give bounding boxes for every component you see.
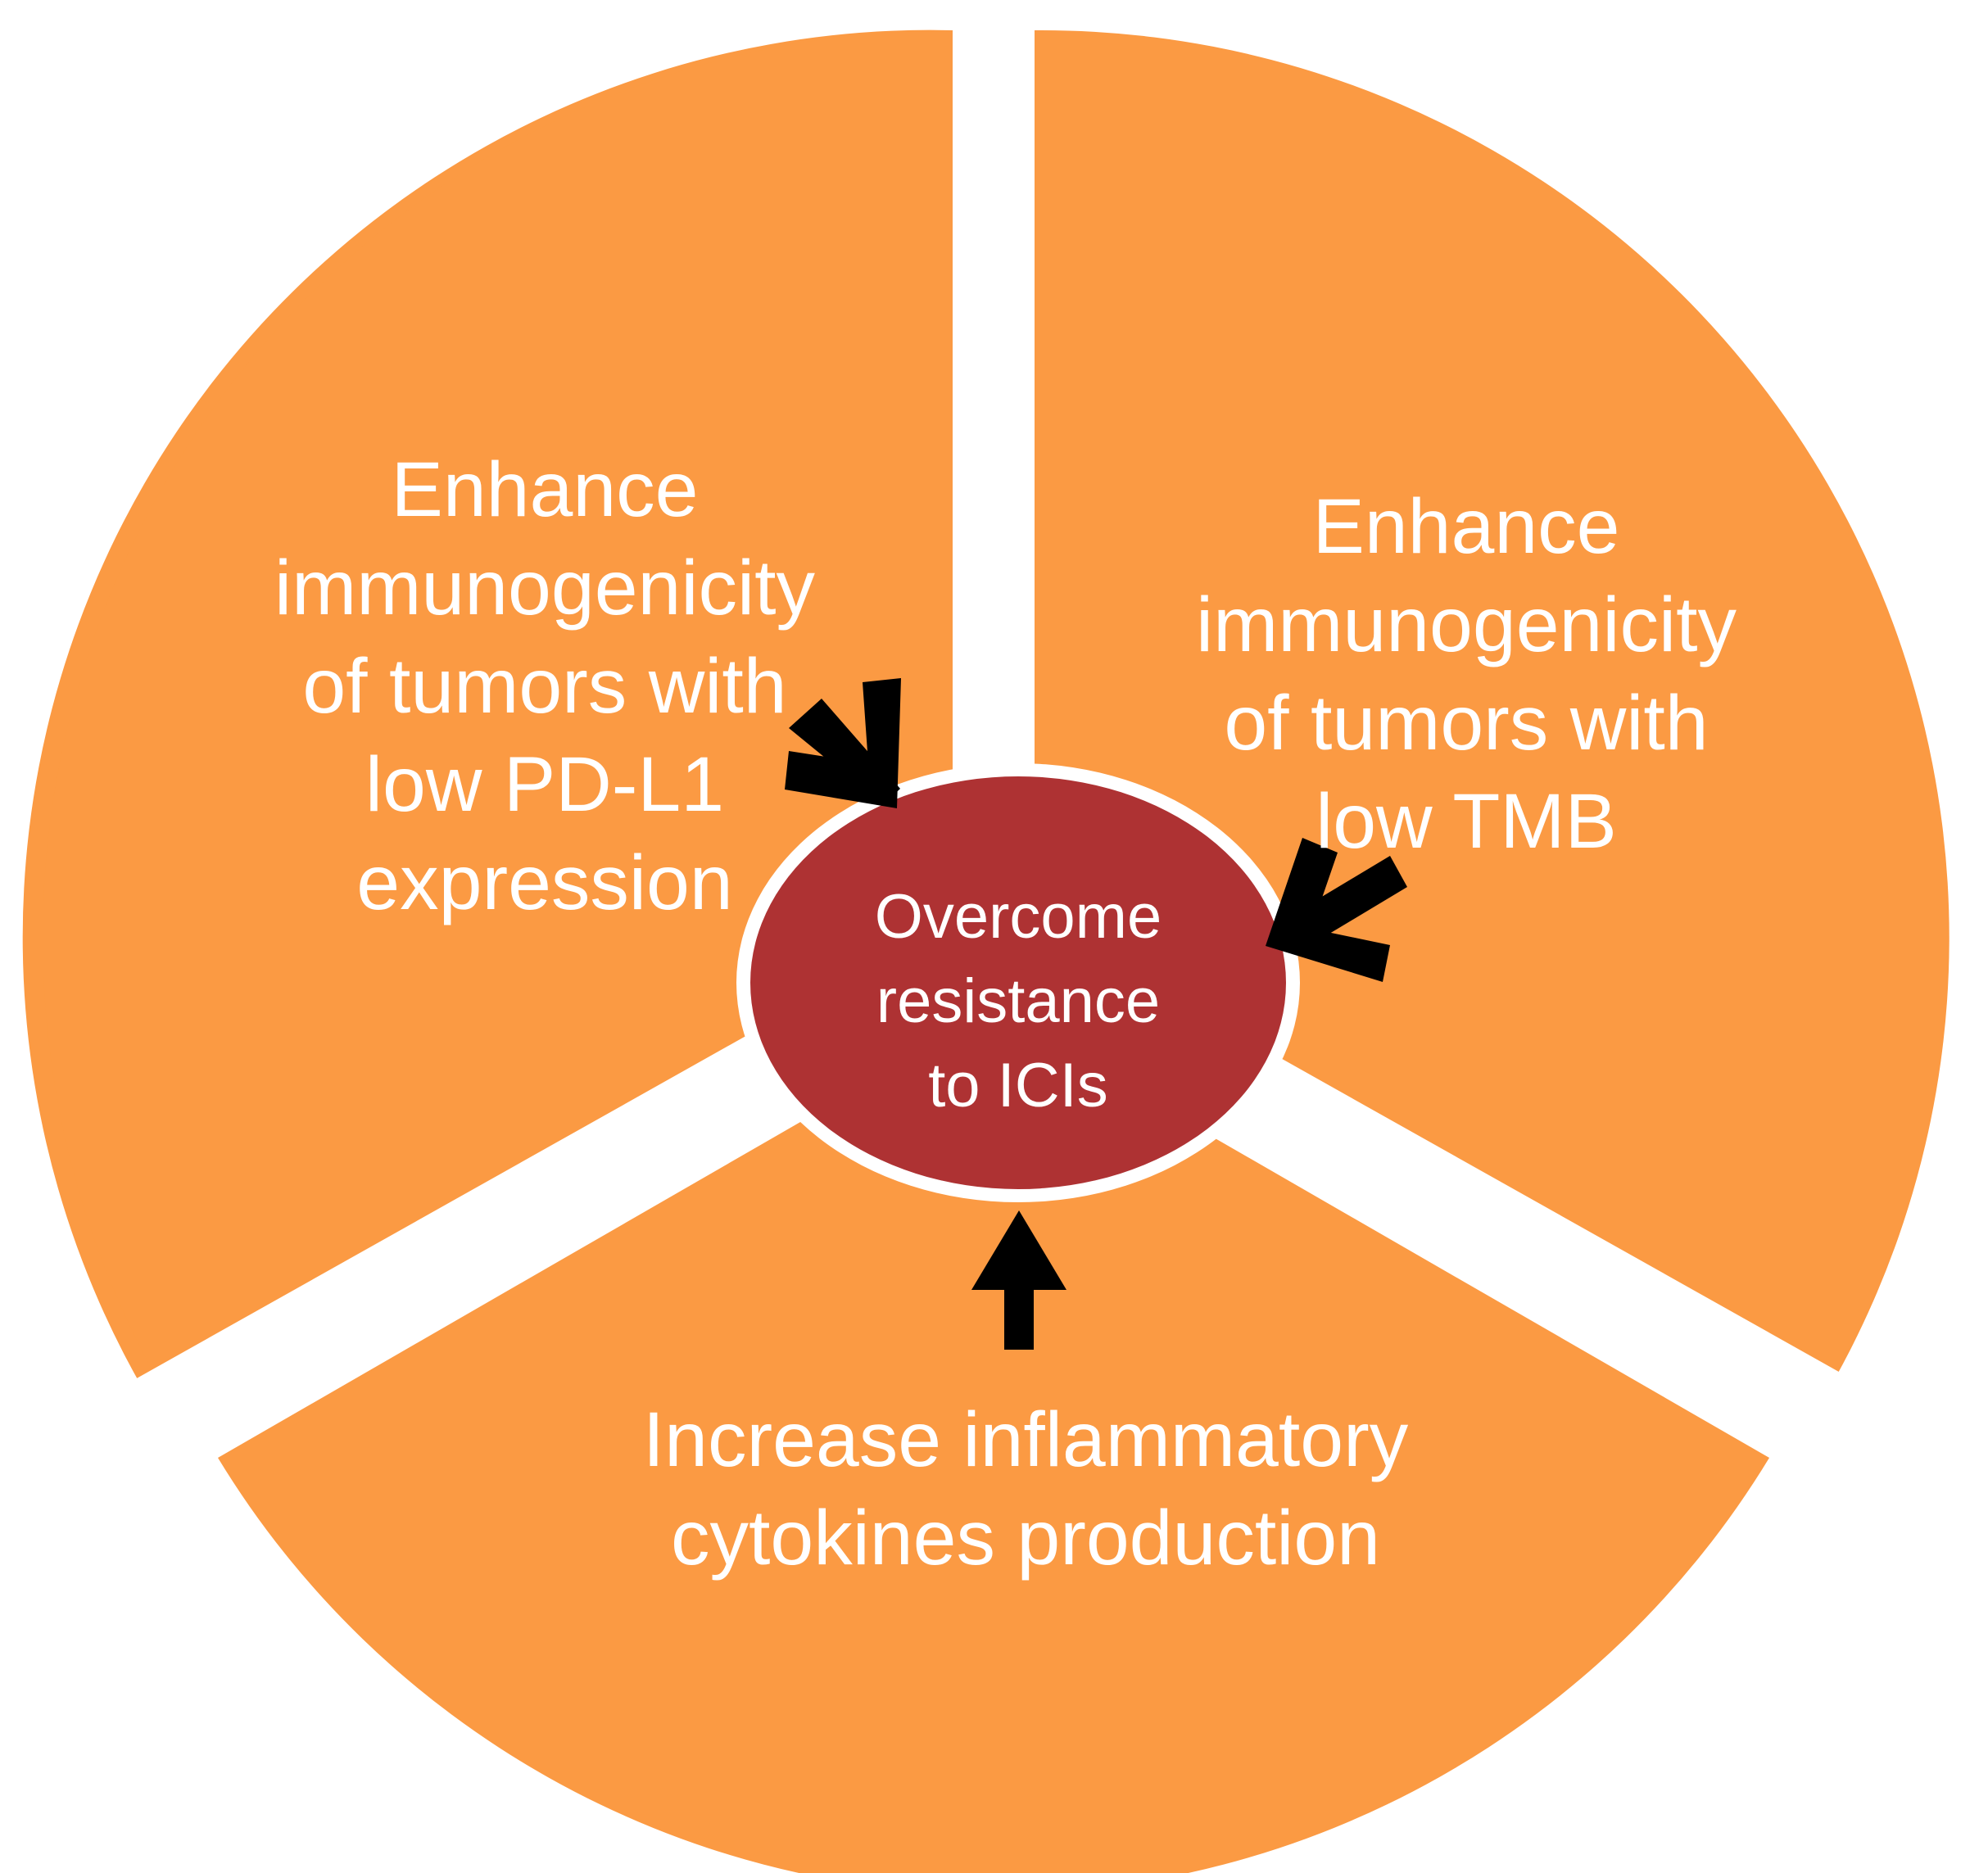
hub-circle[interactable]	[750, 776, 1286, 1189]
arrow-down-right-icon	[785, 678, 901, 808]
segment-bottom-label-line-1: Increase inflammatory	[643, 1396, 1409, 1483]
segment-right-label-line-1: Enhance	[1312, 483, 1619, 570]
segment-bottom-label: Increase inflammatory cytokines producti…	[643, 1396, 1409, 1581]
hub-label-line-3: to ICIs	[928, 1051, 1108, 1120]
segment-bottom-label-line-2: cytokines production	[671, 1495, 1380, 1581]
arrow-up-icon	[971, 1210, 1066, 1350]
segment-left-label: Enhance immunogenicity of tumors with lo…	[274, 446, 815, 926]
segment-right-label: Enhance immunogenicity of tumors with lo…	[1196, 483, 1737, 865]
segment-left-label-line-2: immunogenicity	[274, 545, 815, 631]
hub-label: Overcome resistance to ICIs	[875, 882, 1162, 1120]
segment-left-label-line-3: of tumors with	[302, 643, 786, 730]
segment-right-label-line-2: immunogenicity	[1196, 581, 1737, 668]
segment-right-label-line-3: of tumors with	[1224, 680, 1708, 767]
arrow-down-left-icon	[1266, 838, 1407, 982]
hub-label-line-1: Overcome	[875, 882, 1162, 952]
segment-left-label-line-1: Enhance	[391, 446, 698, 533]
segment-left-label-line-4: low PD-L1	[365, 741, 724, 828]
segment-right-label-line-4: low TMB	[1316, 778, 1617, 865]
hub-label-line-2: resistance	[876, 966, 1160, 1036]
segment-left-label-line-5: expression	[356, 839, 732, 926]
segment-bottom-wedge[interactable]	[218, 1011, 1769, 1873]
